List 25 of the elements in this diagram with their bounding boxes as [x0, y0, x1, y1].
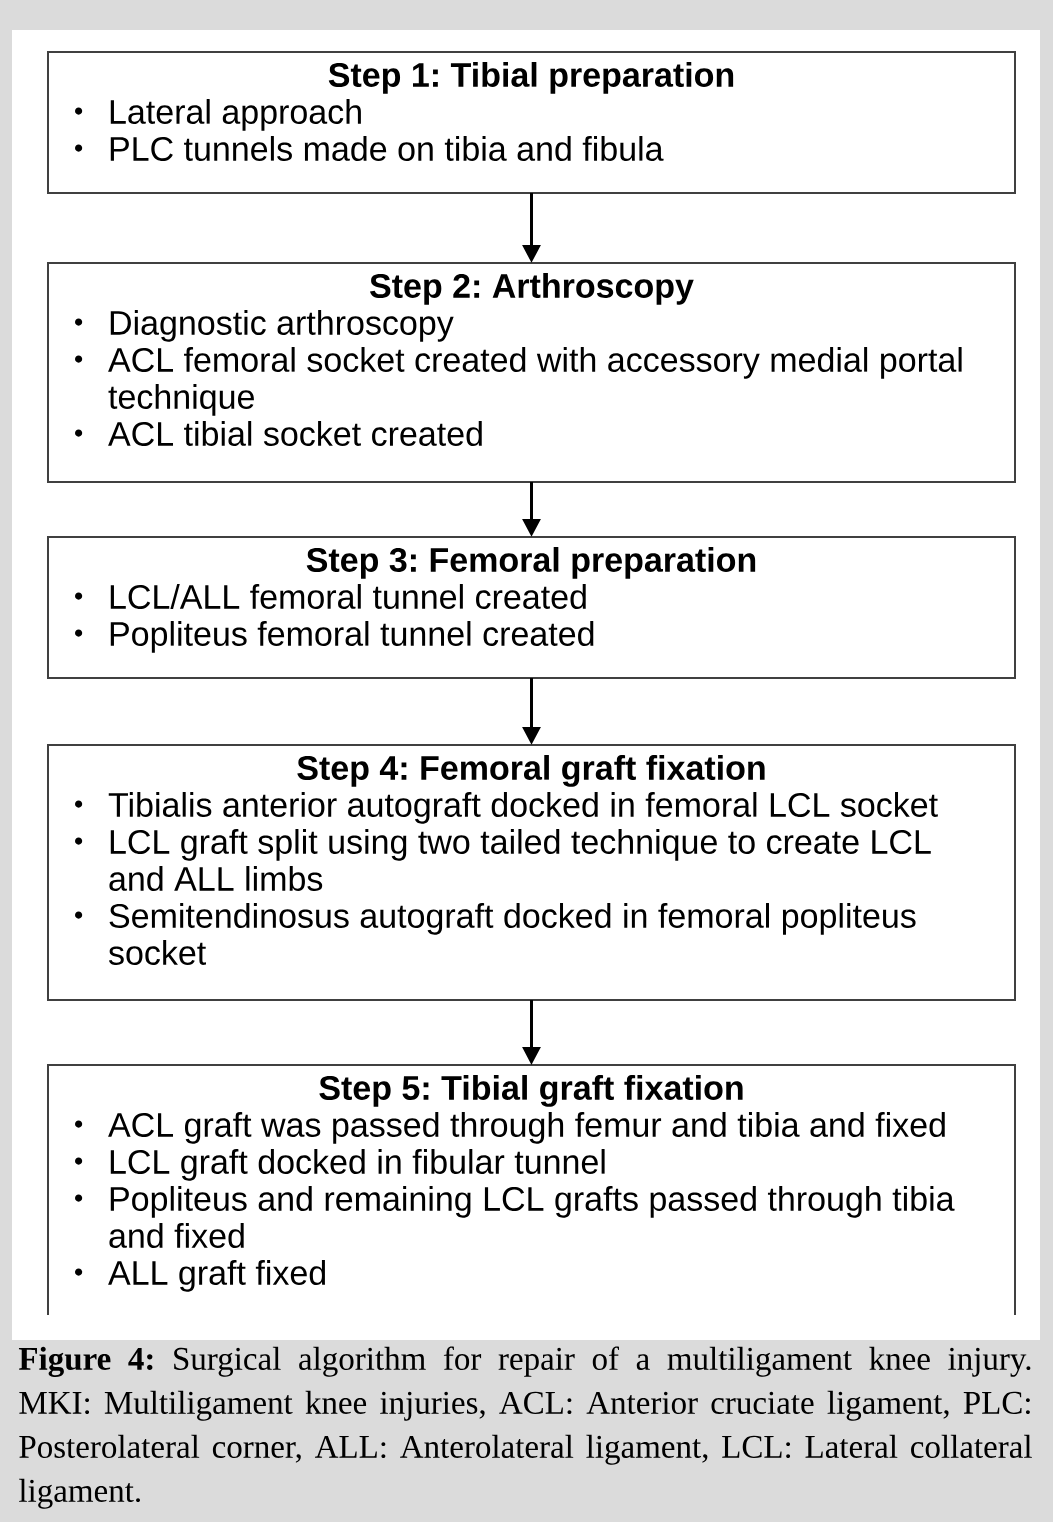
bullet-item: LCL/ALL femoral tunnel created — [110, 584, 586, 609]
step-heading: Step 3: Femoral preparation — [306, 547, 756, 579]
bullet-item: Semitendinosus autograft docked in femoral popliteus socket — [108, 903, 916, 965]
bullet-item: ACL femoral socket created with accessory medial portal technique — [108, 347, 962, 416]
caption: Figure 4: Surgical algorithm for repair of a multiligament knee injury. MKI: Multiligament knee injuries, ACL: Anterior cruciate ligament, PLC: Posterolateral corner, ALL: Anterolateral ligament, LCL: Lateral collateral ligament. — [18, 1346, 1032, 1509]
bullet-item: Tibialis anterior autograft docked in femoral LCL socket — [108, 792, 938, 824]
step-box — [47, 744, 1016, 1001]
step-box — [47, 536, 1016, 679]
bullet-item: Lateral approach — [110, 99, 361, 131]
bullet-item: Popliteus femoral tunnel created — [110, 621, 594, 653]
step-heading: Step 4: Femoral graft fixation — [297, 755, 765, 787]
step-box — [47, 1064, 1016, 1316]
bullet-item: Diagnostic arthroscopy — [110, 310, 454, 342]
bullet-item: ALL graft fixed — [108, 1260, 325, 1292]
bullet-item: LCL graft docked in fibular tunnel — [110, 1149, 605, 1181]
step-heading: Step 5: Tibial graft fixation — [319, 1075, 743, 1107]
step-heading: Step 2: Arthroscopy — [370, 273, 694, 305]
step-heading: Step 1: Tibial preparation — [328, 62, 734, 94]
step-box — [47, 262, 1016, 483]
step-box — [47, 51, 1016, 194]
bullet-item: LCL graft split using two tailed technique to create LCL and ALL limbs — [109, 829, 931, 891]
bullet-item: PLC tunnels made on tibia and fibula — [110, 136, 664, 161]
bullet-item: ACL graft was passed through femur and tibia and fixed — [108, 1112, 945, 1144]
bullet-item: Popliteus and remaining LCL grafts passed through tibia and fixed — [109, 1186, 955, 1248]
bullet-item: ACL tibial socket created — [108, 421, 482, 446]
